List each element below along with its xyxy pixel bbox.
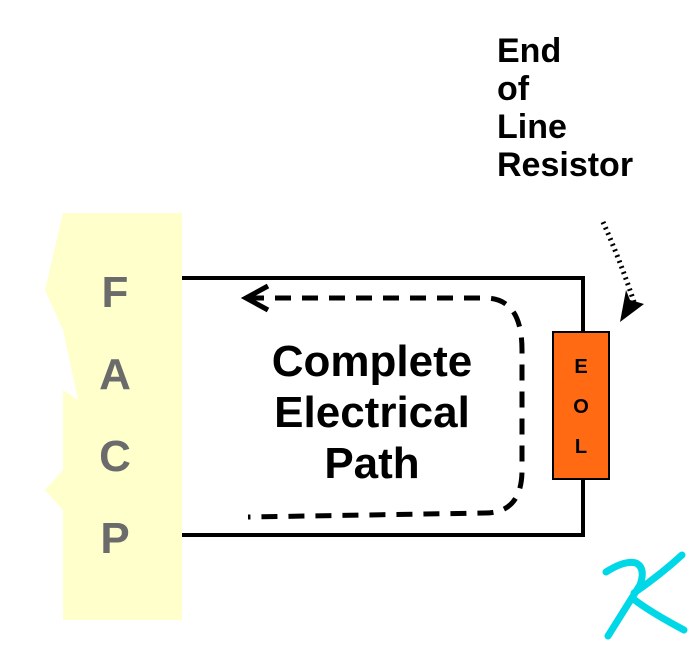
callout-line-4: Resistor	[497, 146, 634, 184]
eol-resistor	[552, 331, 610, 480]
facp-letter-a: A	[99, 350, 131, 399]
callout-line-2: of	[497, 70, 530, 108]
facp-letter-p: P	[100, 514, 130, 563]
facp-panel	[45, 213, 182, 620]
eol-letter-e: E	[574, 356, 588, 378]
loop-label-line-2: Electrical	[274, 388, 470, 437]
current-flow-arrowhead	[240, 283, 270, 313]
circuit-wire-top	[182, 276, 585, 332]
loop-label-line-3: Path	[324, 439, 420, 488]
facp-letter-c: C	[99, 432, 131, 481]
current-flow-path	[247, 295, 525, 520]
complete-electrical-path-label: Complete Electrical Path	[232, 336, 512, 489]
loop-label-line-1: Complete	[271, 337, 473, 386]
facp-letter-f: F	[101, 268, 129, 317]
circuit-wire-bottom	[182, 480, 585, 537]
k-logo	[602, 551, 688, 640]
end-of-line-resistor-label: End of Line Resistor	[497, 32, 633, 184]
callout-pointer	[600, 220, 637, 303]
callout-line-1: End	[497, 32, 562, 70]
callout-line-3: Line	[497, 108, 567, 146]
callout-arrowhead	[620, 290, 644, 322]
eol-letter-l: L	[574, 436, 588, 458]
eol-letter-o: O	[573, 396, 589, 418]
